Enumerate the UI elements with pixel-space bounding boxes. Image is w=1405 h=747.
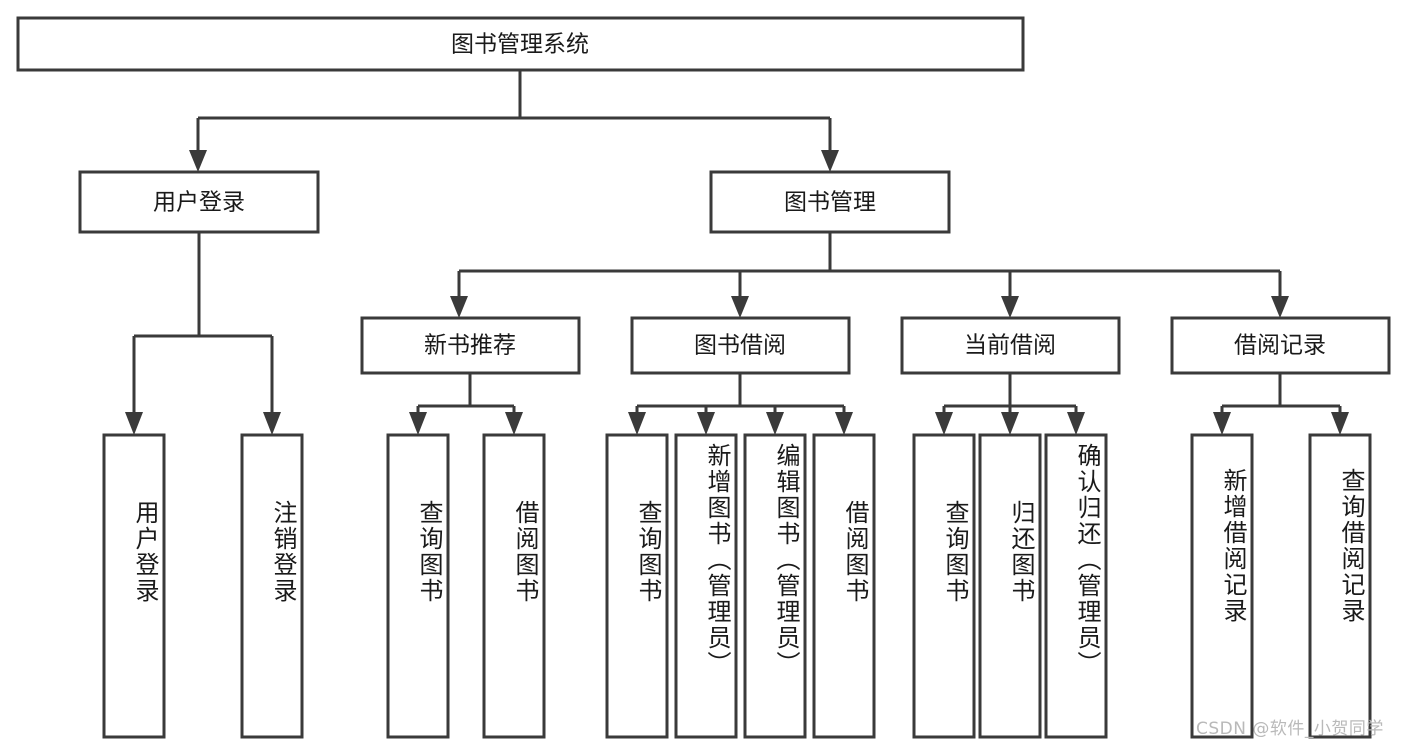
node-root-system[interactable] (16, 16, 1025, 72)
leafbox-bb-borrow-book[interactable] (812, 433, 876, 739)
node-new-book-recommend[interactable] (360, 316, 581, 375)
arrow-head-leaf-user-login (125, 412, 143, 435)
arrow-head-borrow-record (1271, 296, 1289, 318)
leafbox-nb-query-book[interactable] (386, 433, 450, 739)
connector-group-root-to-level2 (189, 70, 839, 172)
leafbox-br-add-record[interactable] (1190, 433, 1254, 739)
node-borrow-record[interactable] (1170, 316, 1391, 375)
connector-group-borrow-record-children (1213, 373, 1349, 435)
csdn-watermark: CSDN @软件_小贺同学 (1196, 719, 1384, 739)
arrow-head-br-leaf-2 (1331, 412, 1349, 435)
connector-group-user-login-children (125, 232, 281, 435)
connector-group-book-borrow-children (628, 373, 853, 435)
leafbox-bb-add-book[interactable] (674, 433, 738, 739)
arrow-head-nb-leaf-1 (409, 412, 427, 435)
arrow-head-br-leaf-1 (1213, 412, 1231, 435)
node-book-manage-label: 图书管理 (784, 190, 876, 216)
arrow-head-leaf-logout (263, 412, 281, 435)
leafbox-cb-confirm-return[interactable] (1044, 433, 1108, 739)
leafbox-br-query-record[interactable] (1308, 433, 1372, 739)
arrow-head-cb-leaf-2 (1001, 412, 1019, 435)
leafbox-cb-return-book[interactable] (978, 433, 1042, 739)
node-user-login-label: 用户登录 (153, 190, 245, 216)
node-new-book-recommend-label: 新书推荐 (424, 333, 516, 359)
arrow-head-bb-leaf-1 (628, 412, 646, 435)
connector-group-current-borrow-children (935, 373, 1085, 435)
arrow-head-new-book (450, 296, 468, 318)
node-book-borrow[interactable] (630, 316, 851, 375)
arrow-head-current-borrow (1001, 296, 1019, 318)
leafbox-logout[interactable] (240, 433, 304, 739)
arrow-head-cb-leaf-3 (1067, 412, 1085, 435)
arrow-head-cb-leaf-1 (935, 412, 953, 435)
node-borrow-record-label: 借阅记录 (1234, 333, 1326, 359)
arrow-head-user-login (189, 150, 207, 172)
arrow-head-bb-leaf-3 (766, 412, 784, 435)
leafbox-nb-borrow-book[interactable] (482, 433, 546, 739)
arrow-head-book-borrow (731, 296, 749, 318)
arrow-head-book-manage (821, 150, 839, 172)
leafbox-cb-query-book[interactable] (912, 433, 976, 739)
node-current-borrow[interactable] (900, 316, 1121, 375)
node-current-borrow-label: 当前借阅 (964, 333, 1056, 359)
arrow-head-bb-leaf-4 (835, 412, 853, 435)
node-book-borrow-label: 图书借阅 (694, 333, 786, 359)
node-root-system-label: 图书管理系统 (451, 32, 589, 58)
leafbox-bb-edit-book[interactable] (743, 433, 807, 739)
node-user-login[interactable] (78, 170, 320, 234)
leafbox-bb-query-book[interactable] (605, 433, 669, 739)
leafbox-user-login[interactable] (102, 433, 166, 739)
arrow-head-bb-leaf-2 (697, 412, 715, 435)
arrow-head-nb-leaf-2 (505, 412, 523, 435)
connector-group-new-book-children (409, 373, 523, 435)
connector-group-book-manage-children (450, 232, 1289, 318)
